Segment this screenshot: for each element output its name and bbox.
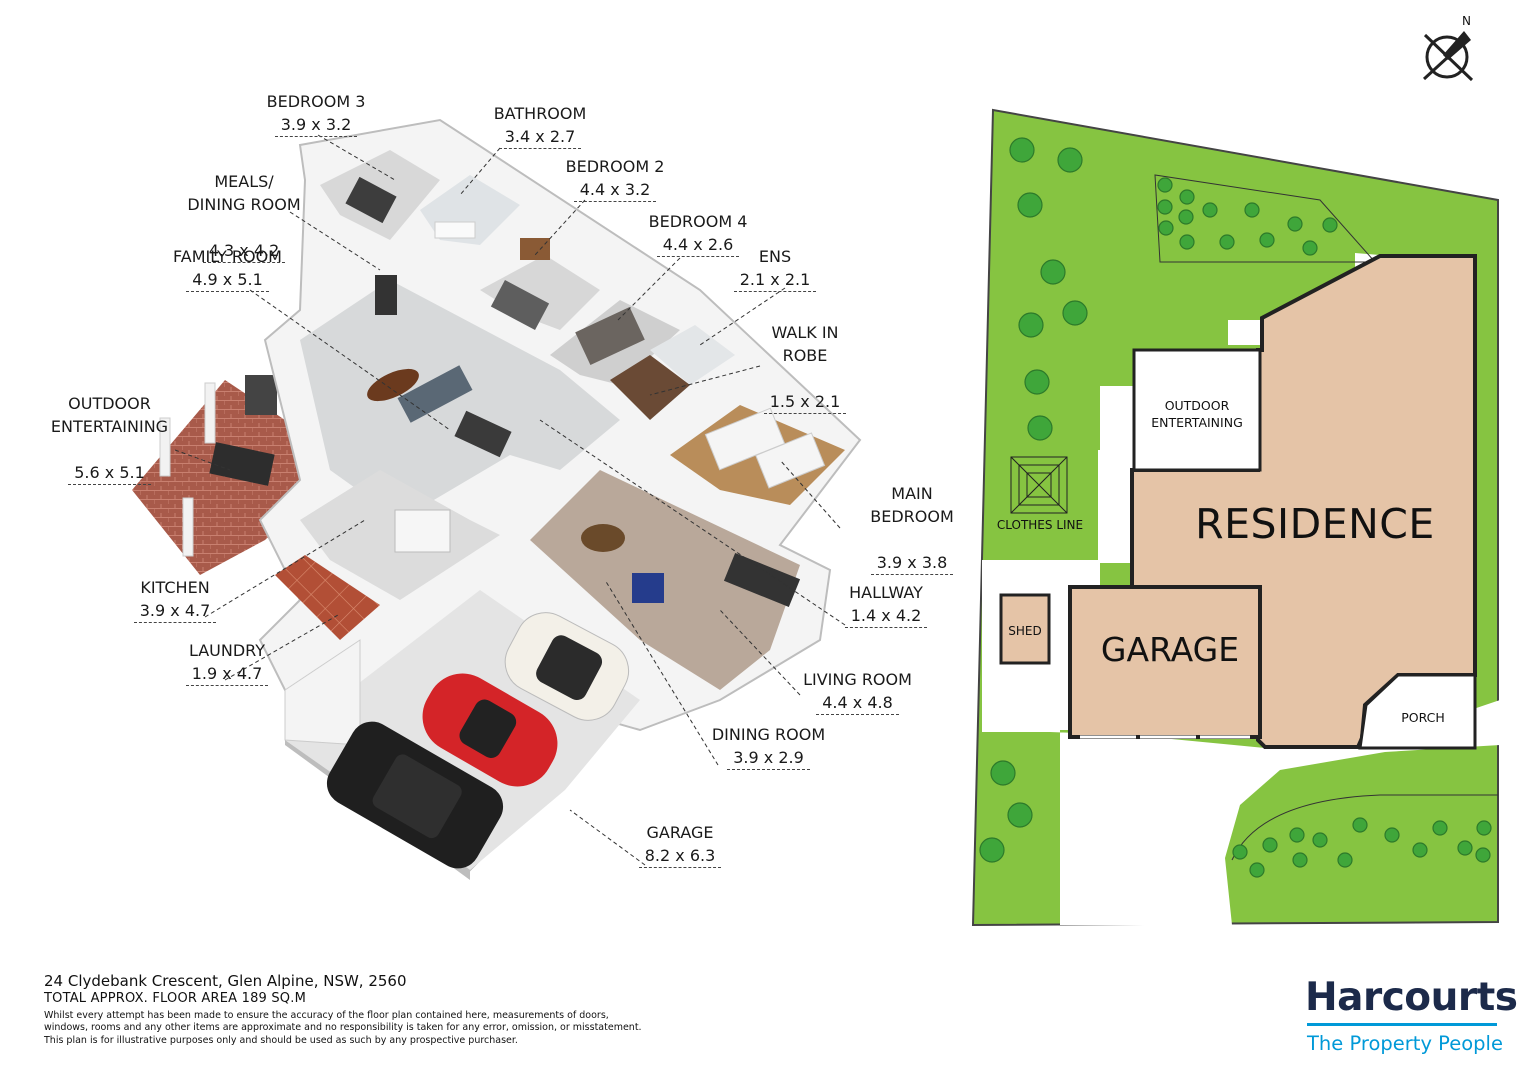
porch-box [1358,673,1477,750]
ens-floor [650,325,735,385]
site-residence-label: RESIDENCE [1195,500,1435,548]
room-label-bedroom2: BEDROOM 2 4.4 x 3.2 [555,155,675,202]
car-black [326,721,504,869]
bedroom2-floor [480,255,600,330]
brand-bar [1307,1023,1497,1026]
room-label-bedroom4: BEDROOM 4 4.4 x 2.6 [638,210,758,257]
harcourts-logo: Harcourts The Property People [1305,975,1518,1056]
room-label-laundry: LAUNDRY 1.9 x 4.7 [167,639,287,686]
property-address: 24 Clydebank Crescent, Glen Alpine, NSW,… [44,972,407,990]
clothes-line-icon [1010,456,1068,514]
room-label-living: LIVING ROOM 4.4 x 4.8 [795,668,920,715]
disclaimer: Whilst every attempt has been made to en… [44,1010,642,1046]
room-label-kitchen: KITCHEN 3.9 x 4.7 [115,576,235,623]
room-label-hallway: HALLWAY 1.4 x 4.2 [826,581,946,628]
room-label-main: MAIN BEDROOM 3.9 x 3.8 [852,459,972,575]
walkin-floor [610,355,690,420]
room-label-garage: GARAGE 8.2 x 6.3 [620,821,740,868]
car-red [422,673,558,787]
site-porch-label: PORCH [1401,710,1445,725]
room-label-bedroom3: BEDROOM 3 3.9 x 3.2 [256,90,376,137]
family-floor [300,280,620,520]
outdoor-entertaining-box [1132,348,1262,472]
site-clothes-label: CLOTHES LINE [996,518,1084,532]
room-label-outdoor: OUTDOOR ENTERTAINING 5.6 x 5.1 [42,369,177,485]
laundry-floor [275,555,380,640]
room-label-family: FAMILY ROOM 4.9 x 5.1 [160,245,295,292]
site-garage-label: GARAGE [1100,630,1240,669]
room-label-walkin: WALK IN ROBE 1.5 x 2.1 [745,298,865,414]
compass-icon [1422,31,1474,82]
driveway [982,562,1500,925]
outdoor-table [209,442,275,486]
car-white [504,612,630,721]
brand-tagline: The Property People [1307,1032,1503,1055]
shed-box [999,593,1051,665]
site-shed-label: SHED [1008,624,1042,638]
site-outdoor-label: OUTDOOR ENTERTAINING [1151,398,1243,430]
footer-info: 24 Clydebank Crescent, Glen Alpine, NSW,… [44,972,642,1047]
compass-n-label: N [1462,14,1471,28]
room-label-ens: ENS 2.1 x 2.1 [715,245,835,292]
room-label-meals: MEALS/ DINING ROOM 4.3 x 4.2 [174,147,314,263]
floor-area: TOTAL APPROX. FLOOR AREA 189 SQ.M [44,991,306,1006]
tree-icons [979,137,1492,878]
brand-name: Harcourts [1305,975,1518,1020]
room-label-dining: DINING ROOM 3.9 x 2.9 [706,723,831,770]
room-label-bathroom: BATHROOM 3.4 x 2.7 [480,102,600,149]
